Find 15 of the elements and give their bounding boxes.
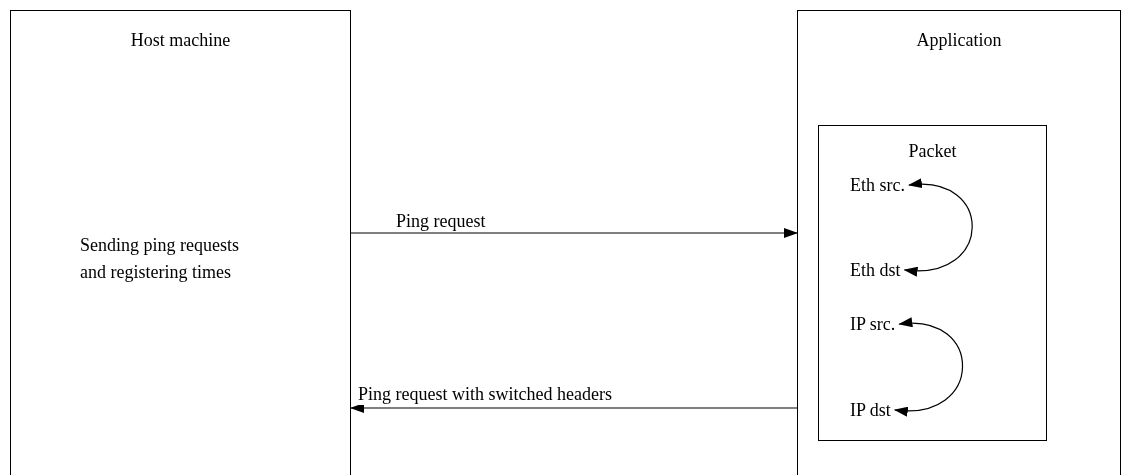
box-title: Host machine [129, 29, 232, 51]
packet-box [818, 125, 1047, 441]
box-title: Application [915, 29, 1003, 51]
field-label: Eth dst [850, 259, 901, 281]
field-label: IP dst [850, 399, 891, 421]
box-description: Sending ping requests and registering times [80, 234, 240, 284]
system-box [10, 10, 351, 475]
arrow [903, 179, 973, 276]
box-title: Packet [907, 140, 958, 162]
system-box [797, 10, 1121, 475]
arrow [893, 318, 964, 416]
field-label: IP src. [850, 313, 896, 335]
arrow [350, 228, 798, 238]
field-label: Eth src. [850, 174, 905, 196]
arrow [350, 403, 798, 413]
